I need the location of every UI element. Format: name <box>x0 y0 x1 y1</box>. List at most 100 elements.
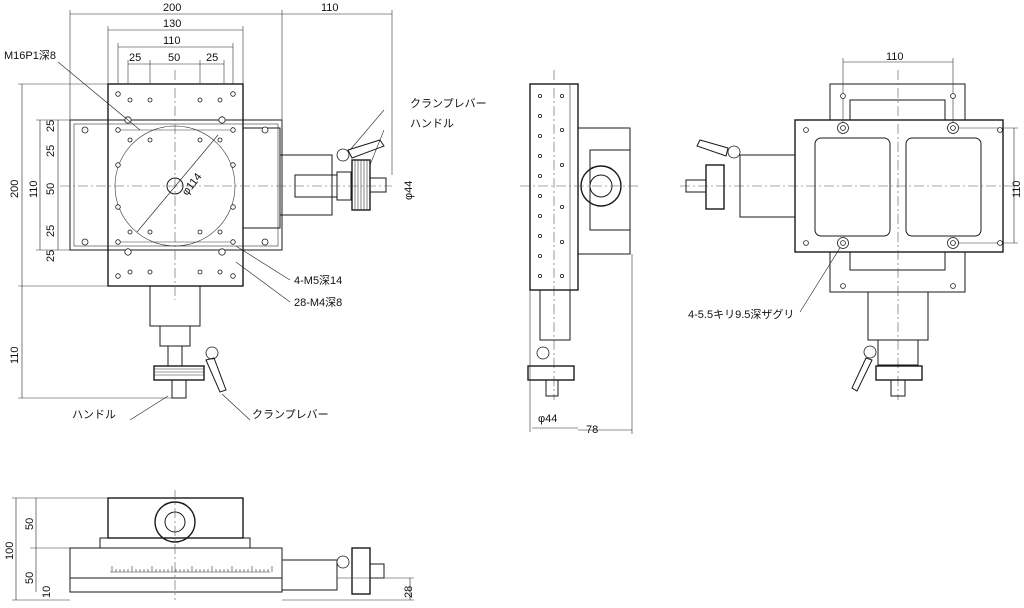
bottom-view <box>680 58 1020 400</box>
dim-25-left-4: 25 <box>45 250 57 262</box>
base-hole <box>81 238 89 246</box>
label-m5: 4-M5深14 <box>294 274 342 287</box>
label-handle-bottom: ハンドル <box>72 409 116 421</box>
clamp-lever-right <box>347 139 385 159</box>
clamp-lever-bottom <box>205 357 227 393</box>
label-clamp-lever-bottom: クランプレバー <box>252 408 329 421</box>
label-counterbore-holes: 4-5.5キリ9.5深ザグリ <box>688 307 794 321</box>
dim-110-bottom: 110 <box>9 346 21 364</box>
mount-hole <box>127 269 133 275</box>
mount-hole <box>230 162 236 168</box>
mount-hole <box>147 97 153 103</box>
mount-hole <box>217 137 223 143</box>
mount-hole <box>127 97 133 103</box>
mount-hole <box>217 97 223 103</box>
dim-110-top: 110 <box>163 35 181 47</box>
dim-50-left: 50 <box>45 183 57 195</box>
label-clamp-lever-right: クランプレバー <box>410 97 487 110</box>
base-hole <box>261 126 269 134</box>
dim-78-side: 78 <box>586 424 598 436</box>
dim-50-front-lower: 50 <box>24 572 36 584</box>
frame-hole <box>950 93 956 99</box>
side-view <box>520 70 640 434</box>
bottom-window-left <box>814 137 891 237</box>
mount-hole <box>115 273 121 279</box>
dim-110-right: 110 <box>321 2 339 14</box>
dim-25-top-right: 25 <box>206 52 218 64</box>
front-lower-stage <box>69 547 283 579</box>
mount-hole <box>230 91 236 97</box>
bottom-window-right <box>905 137 982 237</box>
side-hole <box>538 193 543 198</box>
side-hole <box>538 114 543 119</box>
mount-hole <box>230 204 236 210</box>
side-hole <box>538 233 543 238</box>
top-view-labels: 200 130 110 25 50 25 110 200 110 50 25 2… <box>4 2 487 421</box>
mount-hole <box>115 127 121 133</box>
mount-hole <box>230 273 236 279</box>
side-hole <box>538 213 543 218</box>
label-m4: 28-M4深8 <box>294 296 342 309</box>
front-view-labels: 50 100 50 10 28 <box>4 518 415 598</box>
tapped-hole <box>124 248 132 256</box>
mount-hole <box>217 269 223 275</box>
counterbore-hole-inner <box>950 240 956 246</box>
mount-hole <box>217 229 223 235</box>
label-dia114: φ114 <box>180 171 205 198</box>
dim-110-bottom-view-top: 110 <box>886 51 904 63</box>
side-hole <box>538 273 543 278</box>
center-hole <box>166 177 184 195</box>
dim-130-top: 130 <box>163 18 181 30</box>
mount-hole <box>197 137 203 143</box>
dim-110-left: 110 <box>28 180 40 198</box>
counterbore-hole-inner <box>840 240 846 246</box>
base-hole <box>81 126 89 134</box>
mount-hole <box>115 204 121 210</box>
dim-25-top-left: 25 <box>129 52 141 64</box>
dim-25-left-3: 25 <box>45 225 57 237</box>
dim-200-top: 200 <box>163 2 181 14</box>
frame-hole <box>840 283 846 289</box>
side-hole <box>538 133 543 138</box>
mount-hole <box>115 91 121 97</box>
handle-knob-bottom <box>153 365 205 381</box>
mount-hole <box>230 239 236 245</box>
label-m16: M16P1深8 <box>4 49 56 62</box>
mount-hole <box>147 229 153 235</box>
dim-25-left-1: 25 <box>45 120 57 132</box>
tapped-hole <box>218 116 226 124</box>
side-hole <box>560 94 565 99</box>
side-hole <box>560 239 565 244</box>
dim-10-front: 10 <box>41 586 53 598</box>
counterbore-hole-inner <box>840 125 846 131</box>
dim-25-left-2: 25 <box>45 145 57 157</box>
side-hole <box>560 273 565 278</box>
mount-hole <box>197 269 203 275</box>
mount-hole <box>127 229 133 235</box>
dim-dia44-side: φ44 <box>538 413 557 425</box>
base-hole <box>261 238 269 246</box>
dim-110-bottom-view-right: 110 <box>1011 180 1023 198</box>
label-handle-right: ハンドル <box>410 118 454 130</box>
mount-hole <box>115 162 121 168</box>
bottom-view-labels: 110 110 4-5.5キリ9.5深ザグリ <box>688 51 1023 321</box>
dim-50-front-upper: 50 <box>24 518 36 530</box>
dim-50-top: 50 <box>168 52 180 64</box>
top-plate <box>107 83 244 287</box>
label-dia44-right: φ44 <box>403 181 415 200</box>
counterbore-hole-inner <box>950 125 956 131</box>
side-hole <box>560 127 565 132</box>
dim-28-front: 28 <box>403 586 415 598</box>
top-view <box>18 10 393 421</box>
frame-hole <box>803 240 809 246</box>
side-hole <box>560 162 565 167</box>
side-hole <box>538 94 543 99</box>
mount-hole <box>147 269 153 275</box>
mount-hole <box>147 137 153 143</box>
dim-100-front: 100 <box>4 542 16 560</box>
lower-stage <box>69 119 283 251</box>
frame-hole <box>803 127 809 133</box>
side-hole <box>538 253 543 258</box>
frame-hole <box>950 283 956 289</box>
